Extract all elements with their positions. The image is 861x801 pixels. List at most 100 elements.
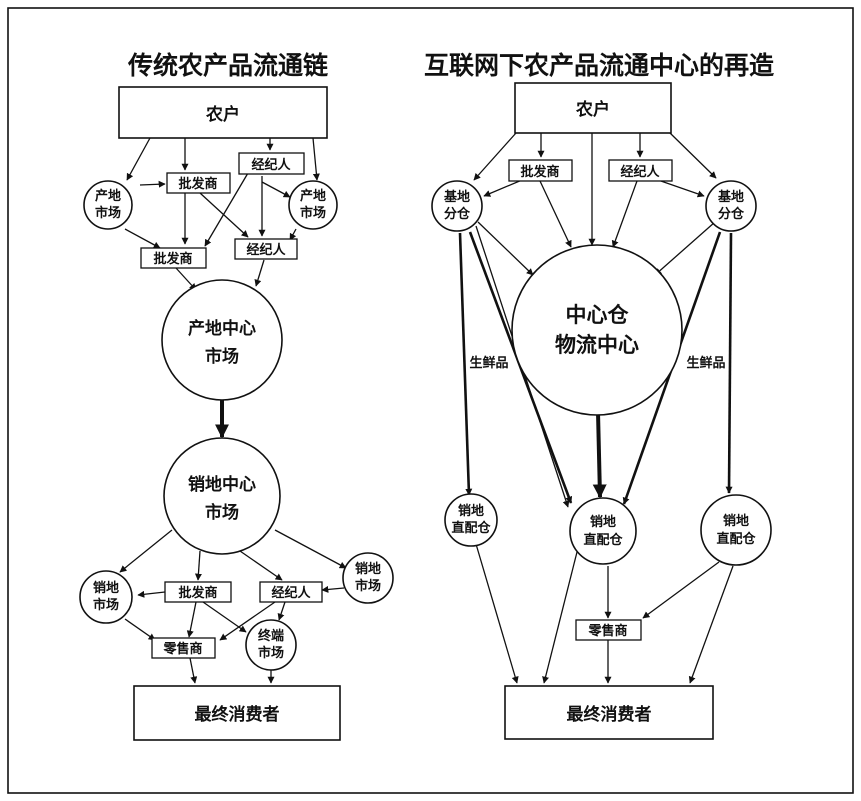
left-sales-market-right-line2: 市场: [355, 578, 381, 594]
edge-salescenter-salesr: [274, 529, 347, 569]
edge-wholesalerbot-salesl: [137, 590, 166, 598]
left-broker-mid: 经纪人: [234, 238, 298, 260]
right-direct-wh-middle-line1: 销地: [590, 514, 616, 530]
edge-baser-directr: [725, 232, 733, 494]
left-origin-center-market: 产地中心 市场: [161, 279, 283, 401]
edge-broker-centerwh: [611, 180, 638, 248]
left-wholesaler-top-label: 批发商: [178, 176, 217, 192]
right-center-wh-line2: 物流中心: [555, 333, 639, 357]
left-sales-market-right: 销地 市场: [342, 552, 394, 604]
right-base-wh-right-line1: 基地: [717, 189, 744, 205]
right-wholesaler-label: 批发商: [520, 164, 559, 180]
edge-brokerbot-retailer: [219, 601, 276, 641]
right-center-warehouse: 中心仓 物流中心: [511, 244, 683, 416]
edge-farmer-basel: [473, 132, 517, 181]
left-wholesaler-top: 批发商: [166, 172, 231, 194]
right-direct-wh-right-line1: 销地: [723, 513, 749, 529]
edge-originl-wholesalermid: [124, 228, 161, 249]
edge-directr-retailer: [642, 561, 720, 619]
left-origin-market-right-line2: 市场: [300, 205, 326, 221]
right-direct-wh-right-line2: 直配仓: [716, 531, 756, 547]
right-direct-warehouse-middle: 销地 直配仓: [569, 497, 637, 565]
left-consumer-label: 最终消费者: [195, 704, 280, 725]
edge-baser-centerwh: [654, 221, 716, 276]
left-broker-bottom-label: 经纪人: [271, 585, 311, 601]
edge-retailer-consumer: [189, 657, 198, 684]
right-wholesaler: 批发商: [508, 159, 573, 182]
left-broker-mid-label: 经纪人: [246, 242, 286, 258]
edge-farmer-originr: [312, 137, 320, 181]
left-title: 传统农产品流通链: [127, 51, 328, 80]
left-wholesaler-mid-label: 批发商: [153, 251, 192, 267]
edge-basel-centerwh: [477, 221, 534, 276]
edge-farmer-baser: [669, 132, 717, 179]
edge-brokerbot-terminal: [277, 601, 286, 621]
edge-wholesalermid-origincenter: [175, 267, 197, 291]
left-retailer: 零售商: [151, 637, 216, 659]
edge-originl-wholesaler: [139, 180, 166, 188]
left-wholesaler-mid: 批发商: [140, 247, 207, 269]
left-retailer-label: 零售商: [162, 641, 202, 657]
left-sales-market-left-line2: 市场: [93, 597, 119, 613]
right-base-warehouse-right: 基地 分仓: [705, 180, 757, 232]
right-direct-wh-left-line2: 直配仓: [451, 520, 491, 536]
right-diagram: 互联网下农产品流通中心的再造: [424, 51, 774, 740]
edge-salesr-brokerbot: [321, 585, 345, 593]
right-farmer-label: 农户: [575, 99, 610, 120]
left-broker-bottom: 经纪人: [259, 581, 323, 603]
right-retailer-label: 零售商: [587, 623, 627, 639]
edge-basel-directl: [458, 232, 473, 496]
right-direct-wh-middle-line2: 直配仓: [583, 532, 623, 548]
left-origin-center-line2: 市场: [205, 346, 239, 367]
right-base-wh-left-line2: 分仓: [444, 206, 471, 222]
left-origin-market-left: 产地 市场: [83, 180, 133, 230]
edge-wholesaler-basel: [483, 179, 523, 197]
right-broker: 经纪人: [608, 159, 673, 182]
right-consumer-box: 最终消费者: [504, 685, 714, 740]
left-broker-top-label: 经纪人: [251, 157, 291, 173]
left-sales-market-left-line1: 销地: [93, 580, 119, 596]
edge-directm-consumer: [542, 551, 578, 684]
edge-broker-wholesalermid: [204, 172, 249, 247]
left-sales-market-left: 销地 市场: [79, 570, 133, 624]
right-fresh-label-right: 生鲜品: [686, 355, 725, 371]
edge-originr-brokermid: [289, 228, 297, 241]
right-direct-wh-left-line1: 销地: [458, 503, 484, 519]
edge-brokermid-origincenter: [254, 259, 265, 287]
right-direct-warehouse-right: 销地 直配仓: [700, 494, 772, 566]
right-fresh-label-left: 生鲜品: [469, 355, 508, 371]
right-broker-label: 经纪人: [620, 164, 660, 180]
right-direct-warehouse-left: 销地 直配仓: [444, 493, 498, 547]
left-edges: [119, 137, 347, 684]
left-sales-center-line2: 市场: [205, 502, 239, 523]
left-origin-market-left-line2: 市场: [95, 205, 121, 221]
left-terminal-market: 终端 市场: [245, 619, 297, 671]
right-title: 互联网下农产品流通中心的再造: [424, 51, 774, 80]
edge-farmer-originl: [126, 137, 151, 181]
right-farmer-box: 农户: [514, 82, 672, 134]
edge-wholesaler-centerwh: [539, 180, 572, 248]
left-diagram: 传统农产品流通链: [79, 51, 394, 741]
left-terminal-market-line2: 市场: [258, 645, 284, 661]
edge-centerwh-directm: [592, 411, 607, 499]
right-consumer-label: 最终消费者: [567, 704, 652, 725]
left-farmer-label: 农户: [205, 104, 240, 125]
edge-salesl-retailer: [124, 618, 156, 641]
left-terminal-market-line1: 终端: [258, 628, 284, 644]
left-sales-center-line1: 销地中心: [188, 474, 256, 495]
left-origin-center-line1: 产地中心: [188, 318, 256, 339]
left-wholesaler-bottom-label: 批发商: [178, 585, 217, 601]
left-sales-center-market: 销地中心 市场: [163, 437, 281, 555]
right-base-wh-left-line1: 基地: [443, 189, 470, 205]
edge-broker-originr: [261, 181, 291, 198]
left-origin-market-right-line1: 产地: [300, 188, 326, 204]
left-wholesaler-bottom: 批发商: [164, 581, 232, 603]
edge-salescenter-brokerbot: [239, 550, 283, 581]
right-base-warehouse-left: 基地 分仓: [431, 180, 483, 232]
left-origin-market-right: 产地 市场: [288, 180, 338, 230]
left-broker-top: 经纪人: [238, 152, 305, 175]
left-consumer-box: 最终消费者: [133, 685, 341, 741]
right-center-wh-line1: 中心仓: [566, 303, 630, 327]
edge-directr-consumer: [688, 565, 734, 684]
